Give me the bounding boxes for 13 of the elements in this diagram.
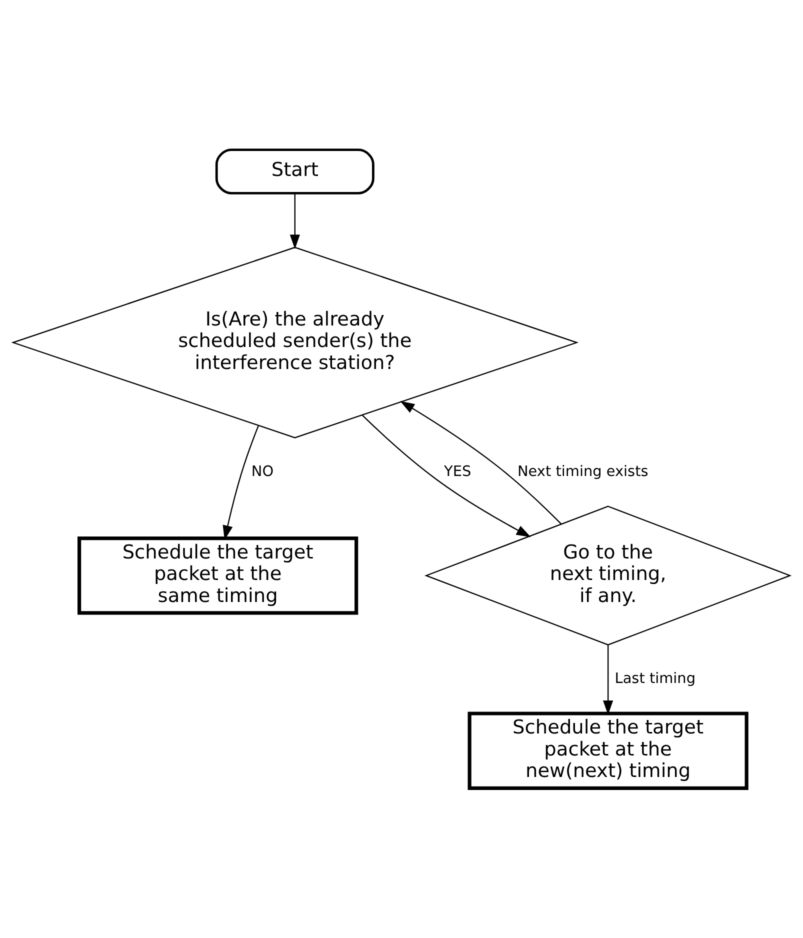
- arrow: [362, 414, 531, 538]
- node-box: Schedule the target packet at the new(next) timing: [468, 712, 748, 790]
- edge-label: Next timing exists: [517, 464, 648, 480]
- edge-label: Last timing: [614, 670, 696, 687]
- node-box: Start: [215, 148, 374, 194]
- node-box: Schedule the target packet at the same timing: [78, 536, 358, 615]
- edge-label: YES: [444, 464, 472, 480]
- arrow: [603, 645, 614, 715]
- arrow: [400, 400, 562, 524]
- node-diamond: Go to the next timing, if any.: [424, 506, 792, 646]
- node-diamond: Is(Are) the already scheduled sender(s) the interference station?: [11, 246, 579, 438]
- edge-label: NO: [251, 464, 274, 480]
- arrow: [290, 193, 300, 250]
